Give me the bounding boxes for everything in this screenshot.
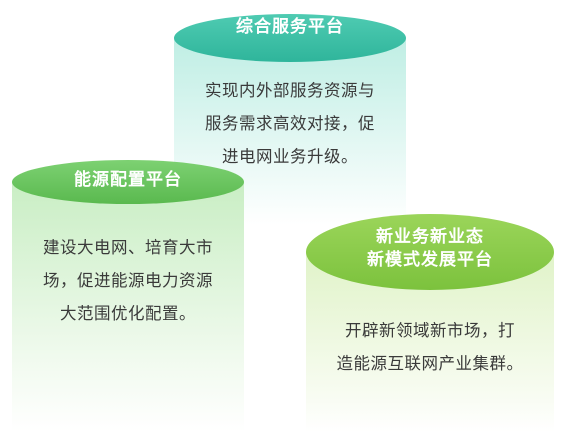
description-line: 大范围优化配置。	[60, 304, 196, 323]
cylinder-new-business-shape	[306, 214, 554, 432]
description-line: 服务需求高效对接，促	[205, 114, 375, 133]
platform-title-line: 新模式发展平台	[367, 250, 493, 270]
cylinder-energy-allocation: 能源配置平台 建设大电网、培育大市 场，促进能源电力资源 大范围优化配置。	[8, 158, 248, 432]
platform-description: 建设大电网、培育大市 场，促进能源电力资源 大范围优化配置。	[8, 231, 248, 330]
platform-title-line: 新业务新业态	[376, 227, 484, 247]
platform-title-line: 能源配置平台	[74, 170, 182, 190]
platform-title: 能源配置平台	[8, 169, 248, 192]
platform-title: 新业务新业态 新模式发展平台	[302, 226, 558, 272]
description-line: 建设大电网、培育大市	[43, 238, 213, 257]
description-line: 实现内外部服务资源与	[205, 81, 375, 100]
platform-title: 综合服务平台	[170, 16, 410, 39]
description-line: 进电网业务升级。	[222, 147, 358, 166]
description-line: 场，促进能源电力资源	[43, 271, 213, 290]
cylinder-energy-allocation-shape	[12, 160, 244, 432]
platform-description: 开辟新领域新市场，打 造能源互联网产业集群。	[302, 314, 558, 380]
platform-description: 实现内外部服务资源与 服务需求高效对接，促 进电网业务升级。	[170, 74, 410, 173]
cylinder-new-business: 新业务新业态 新模式发展平台 开辟新领域新市场，打 造能源互联网产业集群。	[302, 212, 558, 432]
description-line: 造能源互联网产业集群。	[336, 354, 524, 373]
description-line: 开辟新领域新市场，打	[345, 321, 515, 340]
platform-title-line: 综合服务平台	[236, 17, 344, 37]
